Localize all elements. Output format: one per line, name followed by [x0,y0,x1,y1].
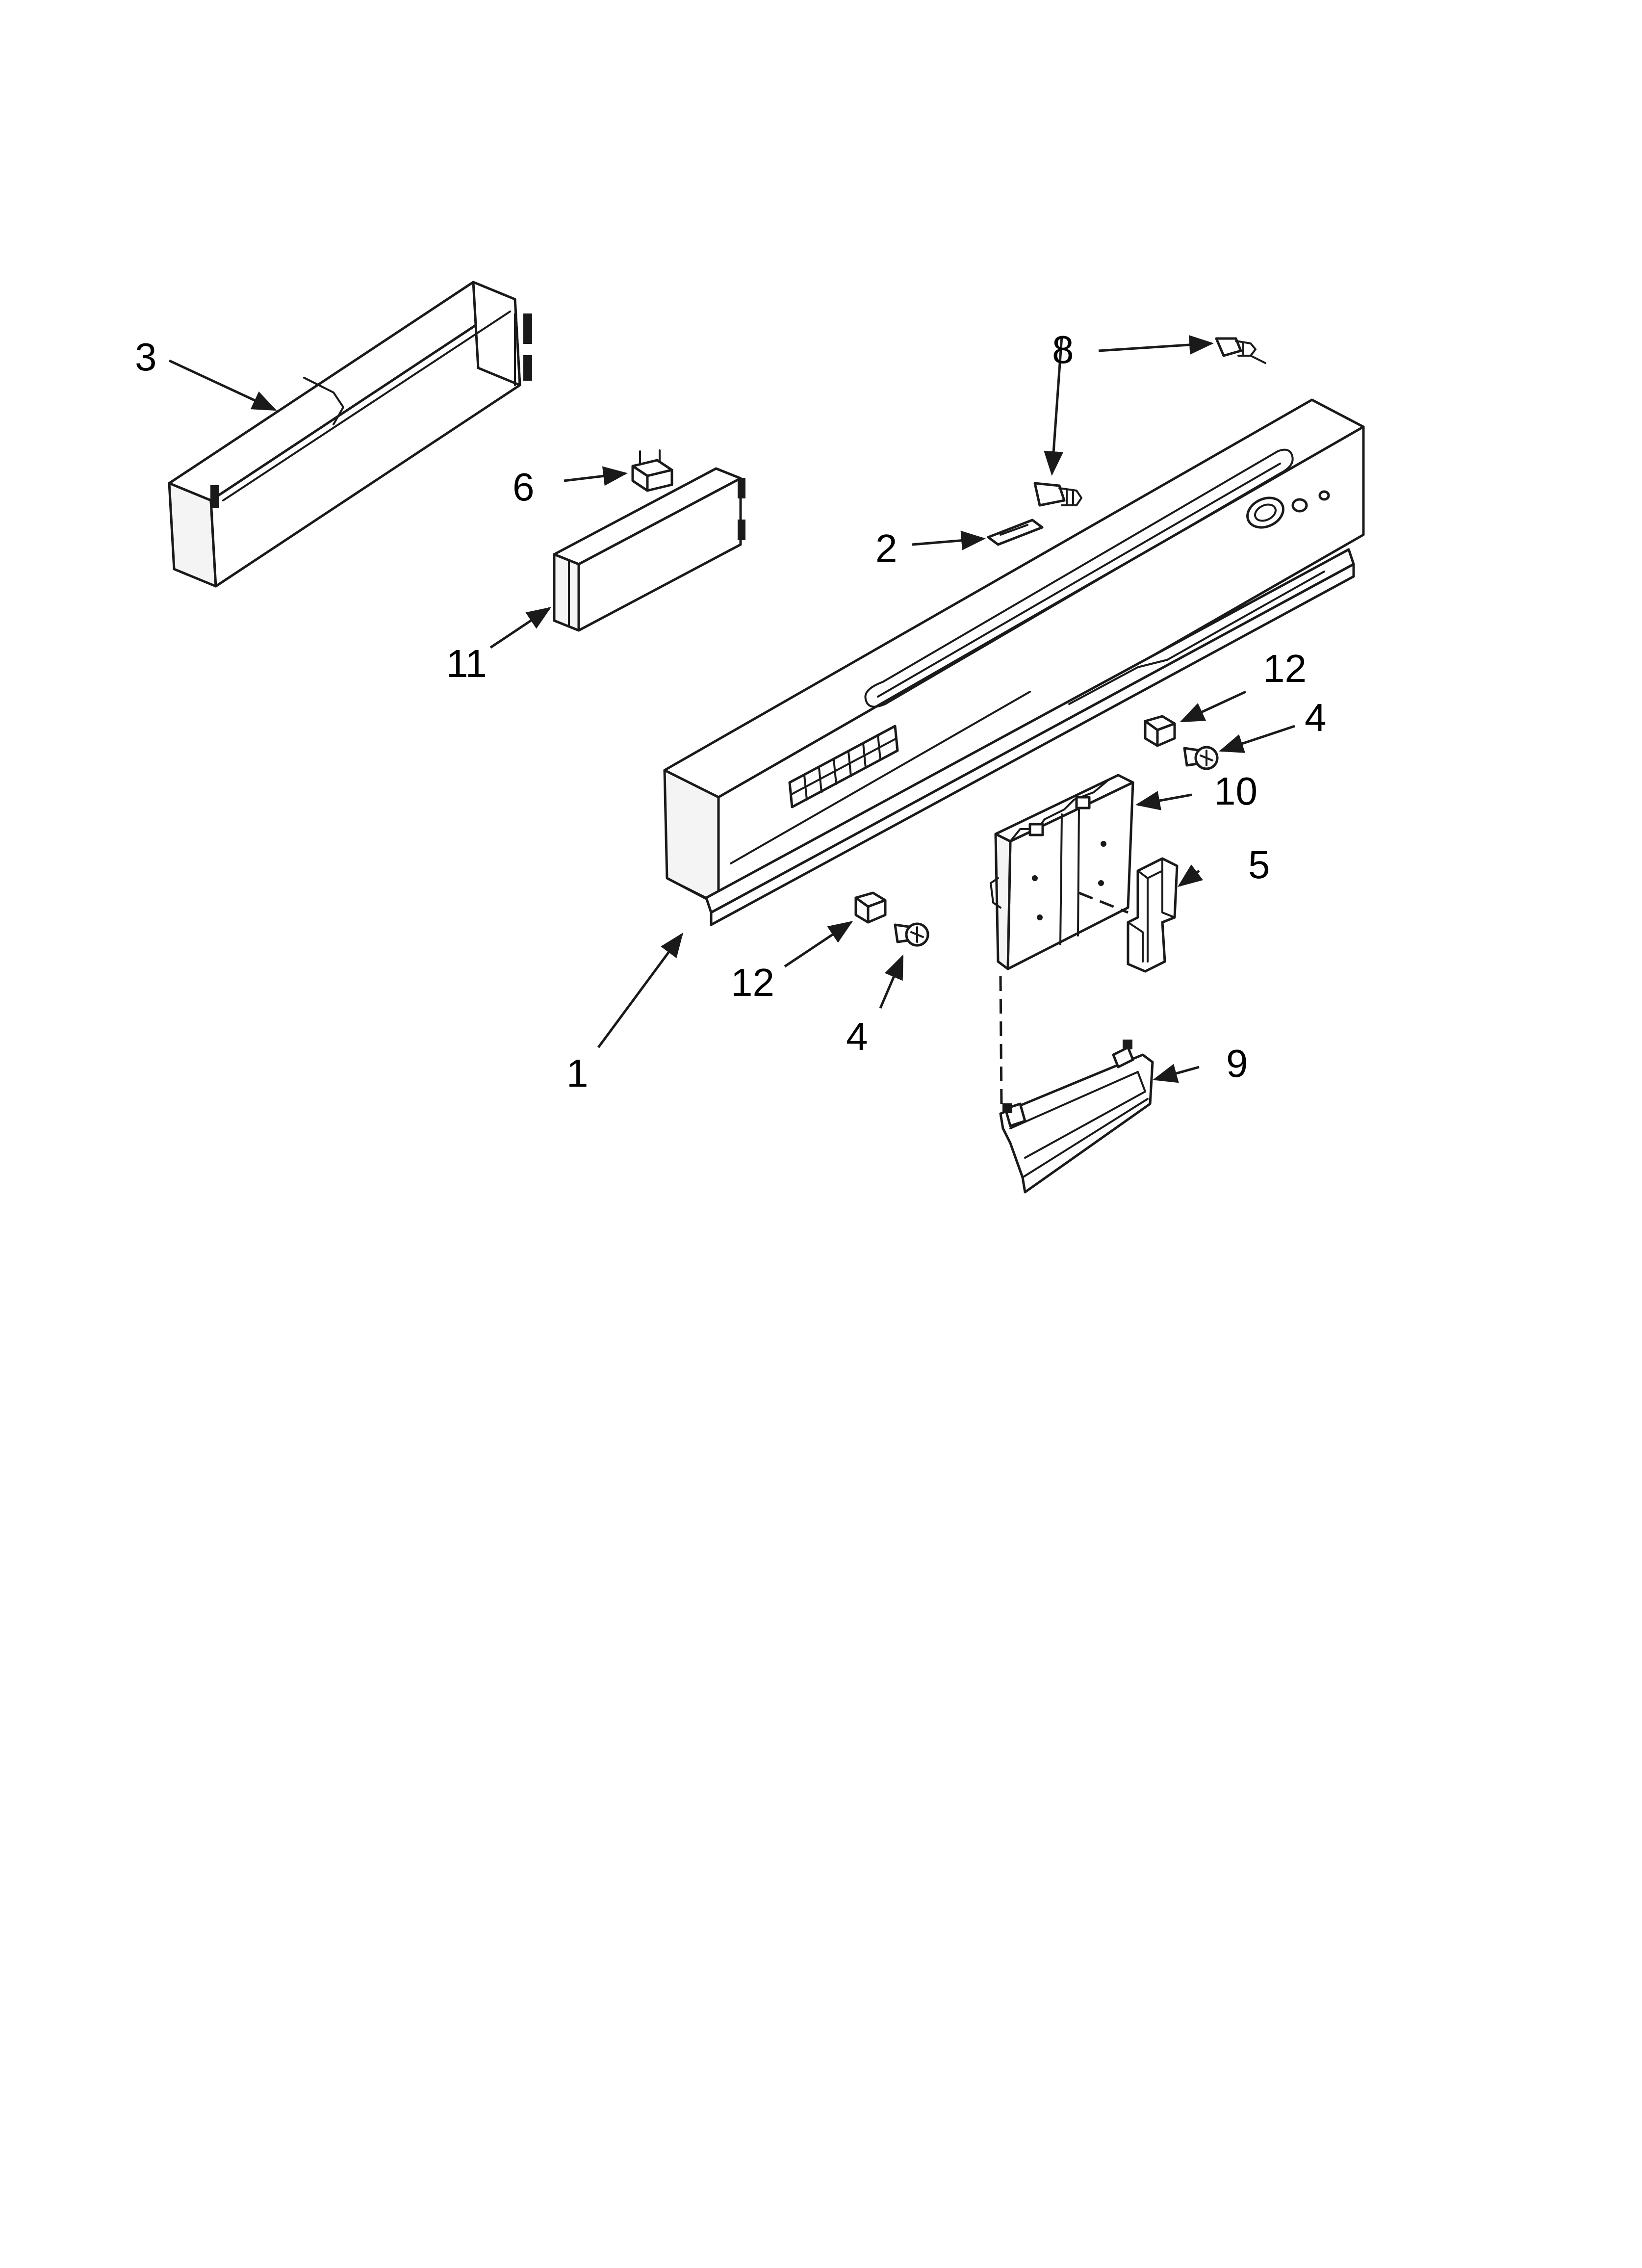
callout-8: 8 [1052,328,1074,371]
keypad-grid [788,725,899,808]
part-11-module-box [553,467,745,632]
callout-11: 11 [446,642,487,685]
leader-lines [168,335,1295,1083]
leader-11 [489,607,552,649]
leader-12-left [784,921,853,968]
callout-6: 6 [513,465,535,509]
callout-3: 3 [135,335,157,379]
part-1-control-panel [663,398,1365,926]
leader-5 [1178,864,1203,887]
leader-12-right [1180,690,1247,723]
leader-9 [1153,1064,1200,1083]
part-4-screw-right [1183,746,1219,770]
callout-2: 2 [875,526,898,570]
part-9-base-bracket [999,1040,1154,1194]
part-12-clip-left [854,891,887,924]
part-3-trim-channel [168,281,532,588]
callout-labels: 1 2 3 4 4 5 6 8 9 10 11 12 12 [135,328,1327,1095]
leader-4-right [1219,725,1295,753]
leader-6 [564,466,628,486]
part-6-clip [631,449,673,492]
part-5-latch [1127,857,1179,973]
callout-12-left: 12 [731,961,774,1004]
callout-5: 5 [1248,843,1270,886]
leader-8-screw-a [1044,336,1064,476]
callout-12-right: 12 [1263,647,1307,690]
part-2-label [987,519,1044,546]
callout-9: 9 [1226,1042,1248,1085]
part-8-screw-b [1215,337,1257,357]
leader-10 [1135,791,1192,810]
leader-8-screw-b [1098,335,1214,355]
leader-3 [168,359,277,411]
leader-4-left [879,954,904,1009]
part-8-screw-a [1033,482,1082,507]
leader-1 [597,932,683,1048]
callout-4-left: 4 [846,1015,868,1058]
callout-1: 1 [566,1051,589,1095]
part-12-clip-right [1144,715,1176,747]
callout-4-right: 4 [1305,696,1327,739]
part-4-screw-left [894,922,929,947]
leader-2 [912,530,986,550]
callout-10: 10 [1214,769,1257,813]
part-10-bracket [990,774,1134,970]
